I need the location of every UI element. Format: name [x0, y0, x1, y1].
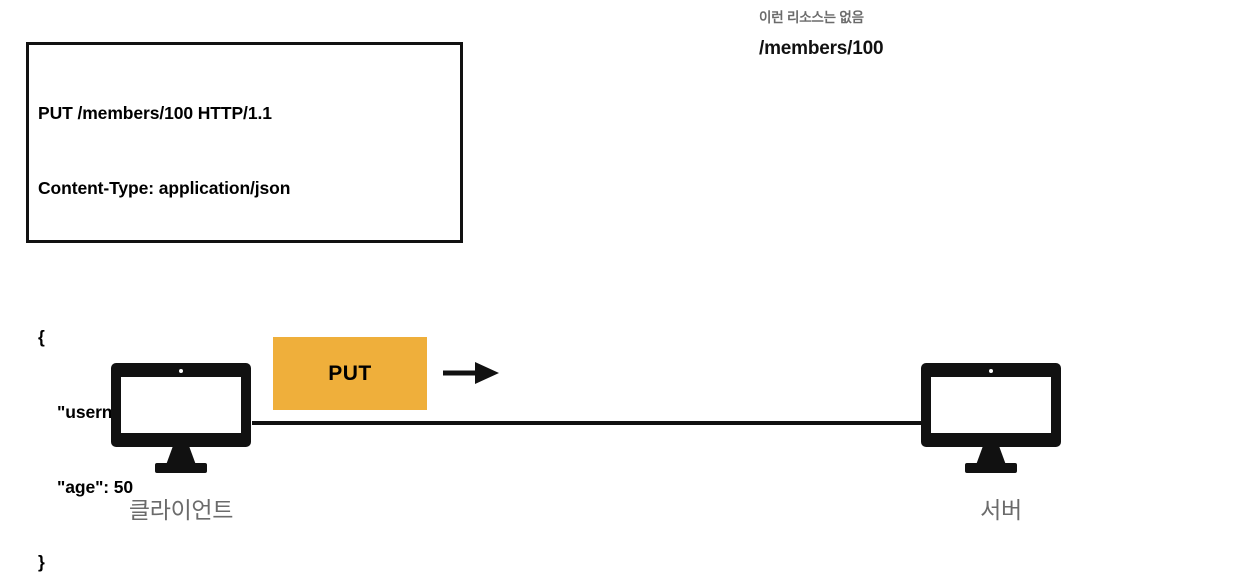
client-server-connection-line — [252, 421, 930, 425]
server-monitor-icon — [921, 363, 1061, 473]
monitor-camera-dot — [179, 369, 183, 373]
monitor-stand-base — [155, 463, 207, 473]
monitor-bezel — [111, 363, 251, 447]
http-request-box: PUT /members/100 HTTP/1.1 Content-Type: … — [26, 42, 463, 572]
arrow-right-icon — [443, 362, 499, 384]
request-line-blank — [38, 251, 290, 275]
monitor-stand-base — [965, 463, 1017, 473]
monitor-camera-dot — [989, 369, 993, 373]
request-line-content-type: Content-Type: application/json — [38, 178, 291, 198]
request-body-close-brace: } — [38, 552, 45, 572]
server-label: 서버 — [980, 497, 1022, 523]
put-method-badge: PUT — [273, 337, 427, 410]
annotation-note-text: 이런 리소스는 없음 — [759, 10, 864, 25]
client-label: 클라이언트 — [128, 497, 234, 523]
monitor-screen — [121, 377, 241, 433]
monitor-stand-neck — [166, 447, 196, 465]
request-line-start: PUT /members/100 HTTP/1.1 — [38, 103, 272, 123]
annotation-resource-path: /members/100 — [759, 38, 884, 59]
request-body-open-brace: { — [38, 327, 45, 347]
resource-annotation: 이런 리소스는 없음 /members/100 — [759, 8, 1059, 61]
monitor-screen — [931, 377, 1051, 433]
request-body-age: "age": 50 — [38, 477, 134, 497]
monitor-stand-neck — [976, 447, 1006, 465]
put-method-label: PUT — [328, 361, 372, 385]
monitor-bezel — [921, 363, 1061, 447]
client-monitor-icon — [111, 363, 251, 473]
